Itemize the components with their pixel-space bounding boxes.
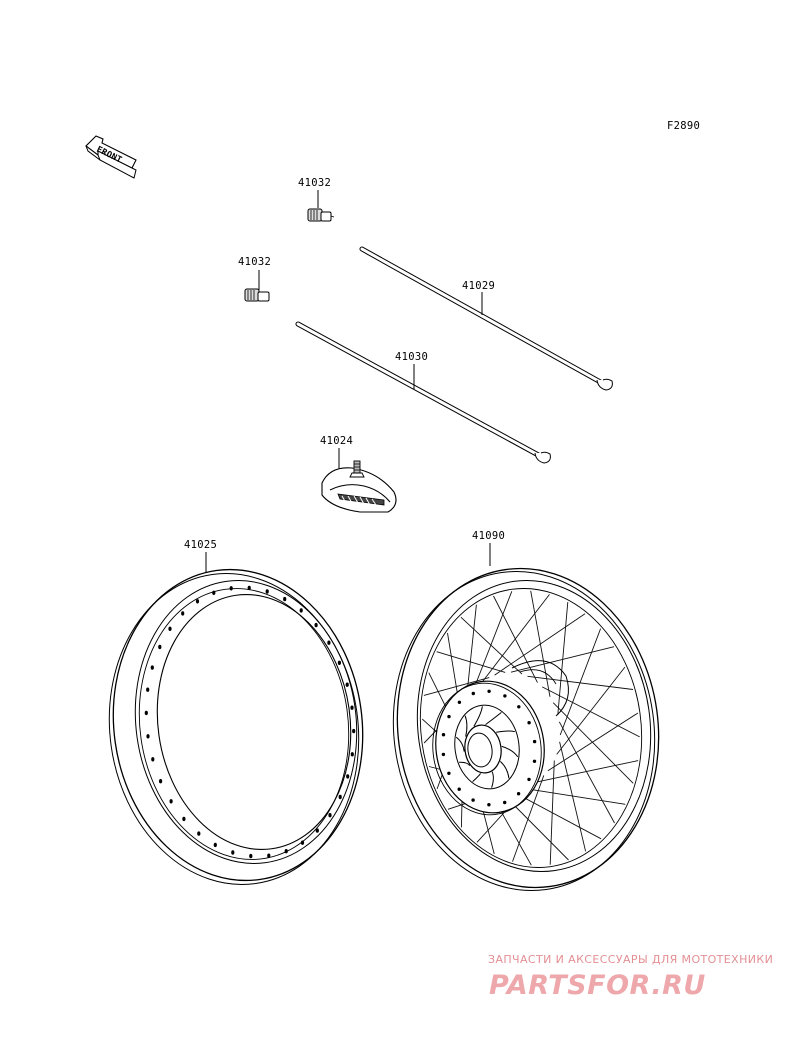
part-number-41090: 41090 [472, 530, 505, 542]
tube-icon [321, 460, 397, 513]
part-41030: 41030 [295, 321, 551, 464]
nipple-icon [244, 288, 270, 302]
part-number-41024: 41024 [320, 435, 353, 447]
part-number-41029: 41029 [462, 280, 495, 292]
part-41029: 41029 [359, 246, 613, 391]
part-41024: 41024 [320, 435, 397, 513]
rim-icon [108, 568, 364, 885]
part-41032-upper: 41032 [298, 177, 335, 222]
watermark-tagline: ЗАПЧАСТИ И АКСЕССУАРЫ ДЛЯ МОТОТЕХНИКИ [488, 953, 773, 966]
part-number-41030: 41030 [395, 351, 428, 363]
part-41032-lower: 41032 [238, 256, 271, 302]
part-number-41032-lower: 41032 [238, 256, 271, 268]
part-41090: 41090 [392, 530, 660, 891]
watermark: ЗАПЧАСТИ И АКСЕССУАРЫ ДЛЯ МОТОТЕХНИКИ PA… [488, 953, 773, 1001]
wheel-icon [392, 567, 660, 891]
part-number-41032-upper: 41032 [298, 177, 331, 189]
watermark-brand: PARTSFOR.RU [489, 970, 706, 1001]
front-arrow-icon: FRONT [85, 135, 137, 179]
part-number-41025: 41025 [184, 539, 217, 551]
part-41025: 41025 [108, 539, 364, 885]
nipple-icon [307, 208, 335, 222]
figure-code: F2890 [667, 120, 700, 132]
